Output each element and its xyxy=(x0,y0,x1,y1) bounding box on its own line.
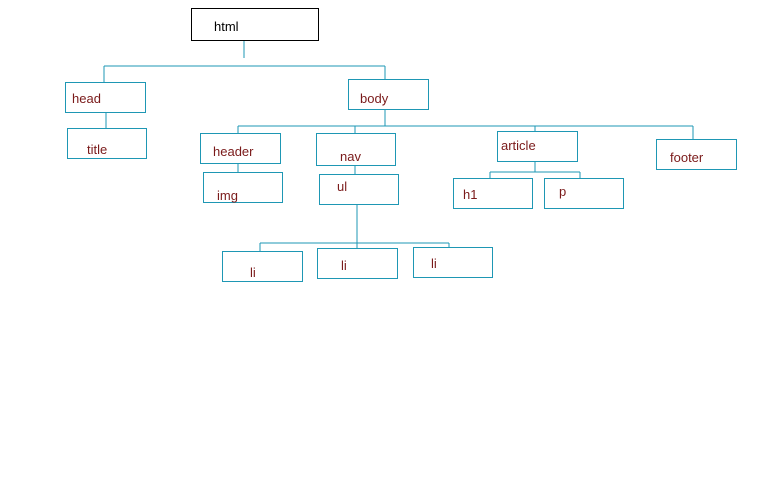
node-head: head xyxy=(65,82,146,113)
node-label-nav: nav xyxy=(340,149,361,164)
node-li-2: li xyxy=(317,248,398,279)
node-header: header xyxy=(200,133,281,164)
node-label-header: header xyxy=(213,144,254,159)
node-label-html: html xyxy=(214,19,239,34)
node-label-li-3: li xyxy=(431,256,437,271)
node-p: p xyxy=(544,178,624,209)
node-label-footer: footer xyxy=(670,150,704,165)
node-nav: nav xyxy=(316,133,396,166)
node-img: img xyxy=(203,172,283,203)
node-li-3: li xyxy=(413,247,493,278)
node-h1: h1 xyxy=(453,178,533,209)
node-label-head: head xyxy=(72,91,101,106)
node-label-article: article xyxy=(501,138,536,153)
node-title: title xyxy=(67,128,147,159)
node-ul: ul xyxy=(319,174,399,205)
node-article: article xyxy=(497,131,578,162)
node-footer: footer xyxy=(656,139,737,170)
node-li-1: li xyxy=(222,251,303,282)
node-html: html xyxy=(191,8,319,41)
node-label-title: title xyxy=(87,142,108,157)
node-label-li-2: li xyxy=(341,258,347,273)
node-body: body xyxy=(348,79,429,110)
node-label-li-1: li xyxy=(250,265,256,280)
node-label-h1: h1 xyxy=(463,187,478,202)
node-label-ul: ul xyxy=(337,179,348,194)
node-label-body: body xyxy=(360,91,389,106)
node-label-img: img xyxy=(217,188,238,203)
node-label-p: p xyxy=(559,184,567,199)
